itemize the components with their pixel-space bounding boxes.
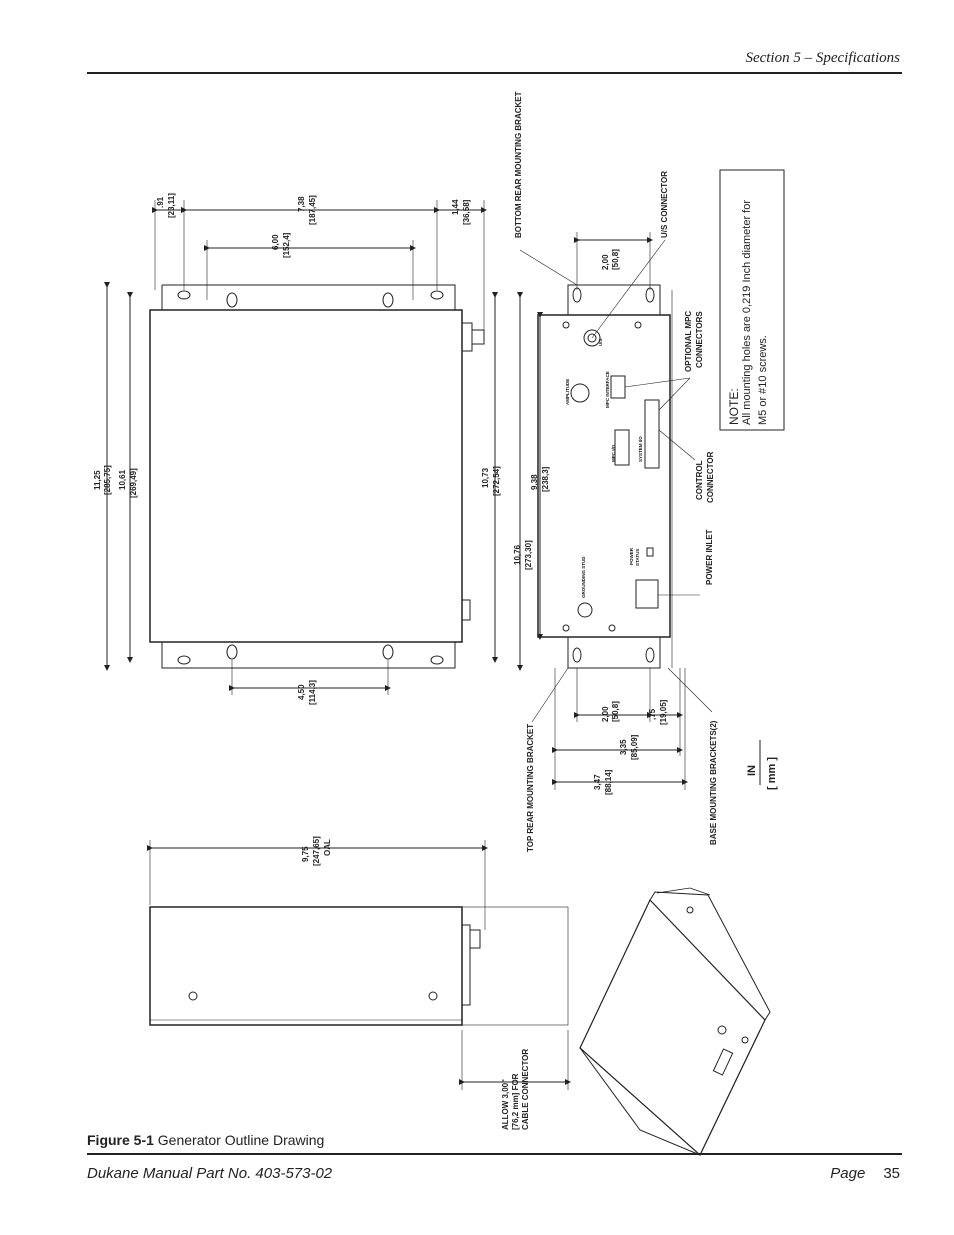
callout-optional-mpc: OPTIONAL MPC <box>684 311 693 372</box>
dim-text: [247,65] <box>312 836 321 866</box>
figure-label: Figure 5-1 <box>87 1132 154 1148</box>
dim-text: [152,4] <box>282 232 291 258</box>
dim-text: [85,09] <box>630 734 639 760</box>
front-view-labels: 2,00 [50,8] 10,76 [273,30] 9,38 [238,3] … <box>513 91 718 852</box>
units-mm: [ mm ] <box>766 757 778 790</box>
dim-text: 7,38 <box>297 196 306 212</box>
dim-text: [50,8] <box>611 701 620 722</box>
note-box <box>719 169 785 431</box>
dim-text: 3,47 <box>593 774 602 790</box>
dim-text: [269,49] <box>129 468 138 498</box>
dim-text: ,75 <box>648 708 657 720</box>
dim-text: 6,00 <box>271 234 280 250</box>
note-line: All mounting holes are 0,219 Inch diamet… <box>741 200 753 425</box>
units-inch: IN <box>746 765 758 776</box>
side-view-labels: 9,75 [247,65] OAL ALLOW 3,00" [76,2 mm] … <box>301 836 530 1130</box>
allow-note: [76,2 mm] FOR <box>511 1073 520 1130</box>
dim-text: 9,38 <box>530 474 539 490</box>
dim-text: 10,61 <box>118 469 127 490</box>
page-num: 35 <box>883 1165 900 1182</box>
dim-text: 10,76 <box>513 544 522 565</box>
dim-text: 11,25 <box>93 470 102 490</box>
dim-text: OAL <box>323 839 332 856</box>
dim-text: [19,05] <box>659 699 668 725</box>
dim-text: [187,45] <box>308 195 317 225</box>
header-rule <box>87 72 902 74</box>
dim-text: [114,3] <box>308 680 317 705</box>
dim-text: [273,30] <box>524 540 533 570</box>
panel-label: POWER <box>629 547 634 565</box>
allow-note: CABLE CONNECTOR <box>521 1049 530 1130</box>
callout-power-inlet: POWER INLET <box>705 529 714 585</box>
note-title: NOTE: <box>727 388 741 425</box>
dim-text: [23,11] <box>167 193 176 218</box>
top-view-labels: .91 [23,11] 7,38 [187,45] 1,44 [36,58] 6… <box>93 193 501 705</box>
units-legend: IN [ mm ] <box>746 757 778 790</box>
callout-optional-mpc: CONNECTORS <box>695 311 704 368</box>
panel-label: SYSTEM I/O <box>638 436 643 462</box>
panel-label: STATUS <box>635 549 640 566</box>
callout-base-brackets: BASE MOUNTING BRACKETS(2) <box>709 720 718 845</box>
panel-label: MPC I/O <box>611 444 616 462</box>
dim-text: 2,00 <box>601 254 610 270</box>
front-view <box>517 232 713 790</box>
dim-text: 3,35 <box>619 739 628 755</box>
dim-text: [272,54] <box>492 466 501 496</box>
section-header: Section 5 – Specifications <box>745 50 900 66</box>
dim-text: .91 <box>156 196 165 208</box>
dim-text: [50,8] <box>611 249 620 270</box>
callout-control: CONTROL <box>695 460 704 500</box>
note-line: M5 or #10 screws. <box>757 335 769 425</box>
callout-top-bracket: TOP REAR MOUNTING BRACKET <box>526 724 535 852</box>
dim-text: 9,75 <box>301 846 310 862</box>
panel-label: GROUNDING STUD <box>581 556 586 598</box>
callout-us-connector: U/S CONNECTOR <box>660 171 669 238</box>
dim-text: 2,00 <box>601 706 610 722</box>
side-view <box>147 840 571 1090</box>
top-view <box>104 200 498 695</box>
callout-bottom-bracket: BOTTOM REAR MOUNTING BRACKET <box>514 91 523 238</box>
dim-text: 1,44 <box>451 199 460 215</box>
panel-label: MPC INTERFACE <box>605 371 610 408</box>
page-number: Page 35 <box>830 1165 900 1182</box>
figure-caption: Figure 5-1 Generator Outline Drawing <box>87 1132 324 1148</box>
isometric-view <box>579 887 771 1156</box>
dim-text: [88,14] <box>604 769 613 795</box>
manual-part-number: Dukane Manual Part No. 403-573-02 <box>87 1165 333 1182</box>
allow-note: ALLOW 3,00" <box>501 1079 510 1130</box>
callout-control: CONNECTOR <box>706 451 715 503</box>
note-text: NOTE: All mounting holes are 0,219 Inch … <box>727 200 769 425</box>
page-word: Page <box>830 1165 866 1182</box>
dim-text: 4,50 <box>297 684 306 700</box>
dim-text: 10,73 <box>481 467 490 488</box>
dim-text: [238,3] <box>541 466 550 492</box>
figure-title: Generator Outline Drawing <box>157 1132 325 1148</box>
dim-text: [285,75] <box>103 465 112 495</box>
footer-rule <box>87 1153 902 1155</box>
dim-text: [36,58] <box>462 199 471 225</box>
panel-label: AMPLITUDE <box>565 379 570 405</box>
panel-label: U/S <box>598 338 603 346</box>
